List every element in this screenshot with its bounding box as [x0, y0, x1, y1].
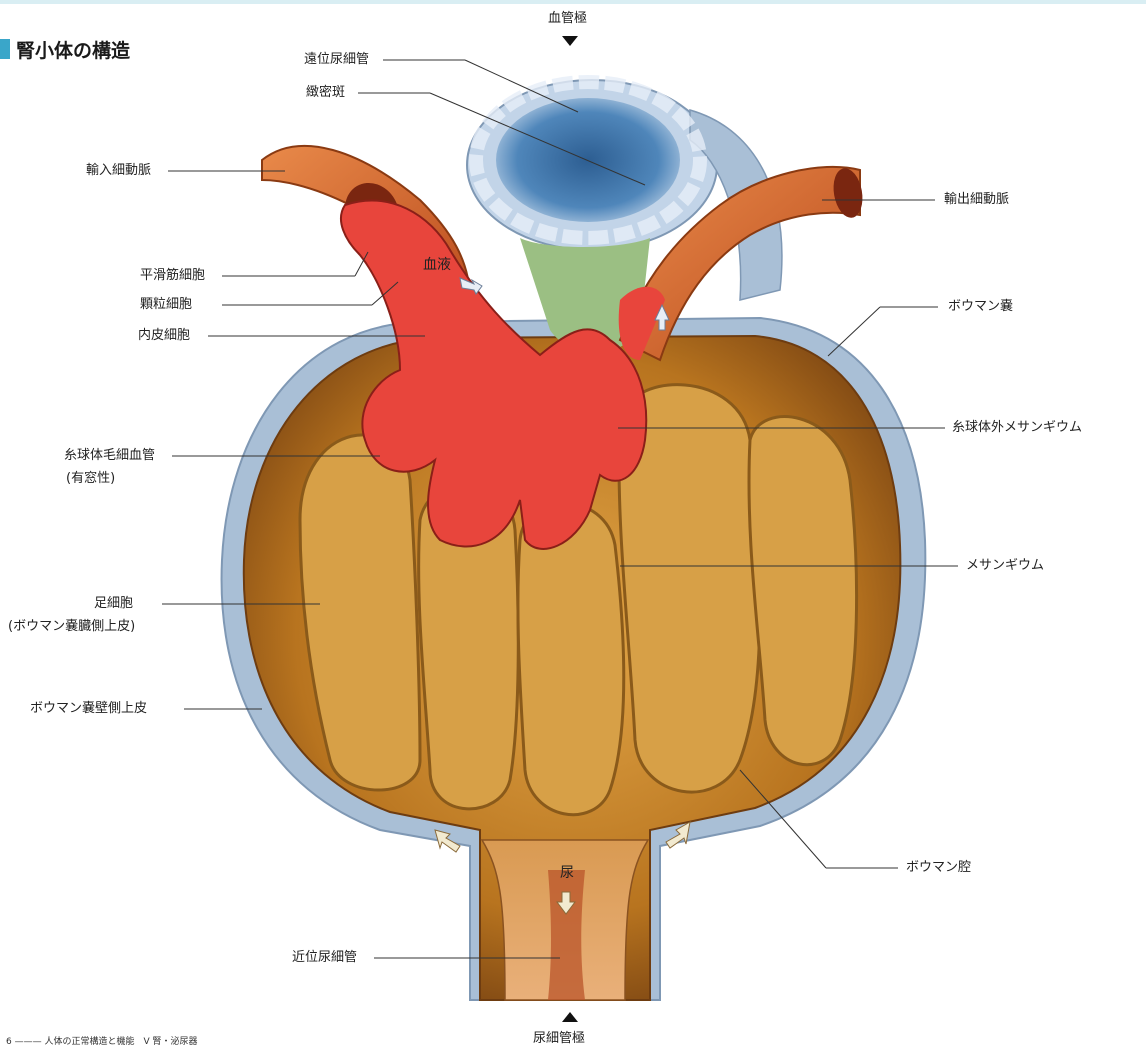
label-bowman-capsule: ボウマン嚢: [948, 298, 1013, 316]
label-bowman-space: ボウマン腔: [906, 859, 971, 877]
label-smooth-muscle-cell: 平滑筋細胞: [140, 267, 205, 285]
label-fenestrated: (有窓性): [66, 470, 115, 488]
label-distal-tubule: 遠位尿細管: [304, 51, 369, 69]
footer-text: 6 ——— 人体の正常構造と機能 V 腎・泌尿器: [6, 1034, 197, 1047]
vascular-pole-label: 血管極: [548, 10, 587, 28]
label-endothelial-cell: 内皮細胞: [138, 327, 190, 345]
urine-label: 尿: [560, 862, 574, 882]
label-granular-cell: 顆粒細胞: [140, 296, 192, 314]
label-macula-densa: 緻密斑: [306, 84, 345, 102]
label-proximal-tubule: 近位尿細管: [292, 949, 357, 967]
blood-label: 血液: [423, 254, 451, 274]
label-parietal-epithelium: ボウマン嚢壁側上皮: [30, 700, 147, 718]
vascular-pole-arrow: [562, 36, 578, 46]
label-extraglomerular-mesangium: 糸球体外メサンギウム: [952, 419, 1082, 437]
tubular-pole-arrow: [562, 1012, 578, 1022]
label-mesangium: メサンギウム: [966, 557, 1044, 575]
label-podocyte: 足細胞: [94, 595, 133, 613]
macula-densa-lumen: [496, 98, 680, 222]
label-efferent-arteriole: 輸出細動脈: [944, 191, 1009, 209]
tubular-pole-label: 尿細管極: [533, 1030, 585, 1048]
label-glomerular-capillary: 糸球体毛細血管: [64, 447, 155, 465]
label-afferent-arteriole: 輸入細動脈: [86, 162, 151, 180]
label-visceral-epithelium: (ボウマン嚢臓側上皮): [8, 618, 135, 636]
